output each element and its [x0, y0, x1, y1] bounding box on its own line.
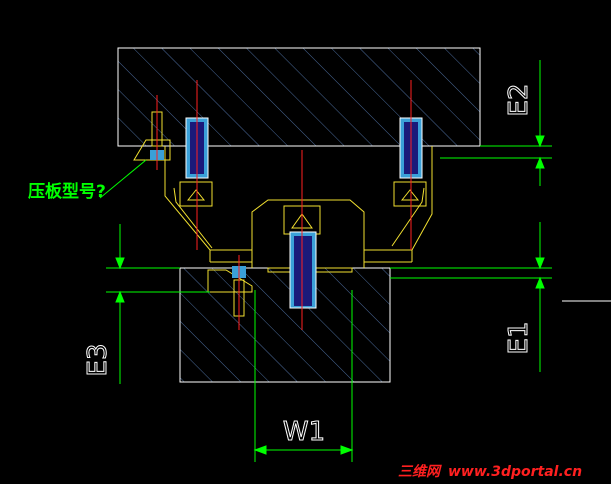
- dim-label-E3: E3: [83, 344, 113, 377]
- top-block: [117, 47, 481, 147]
- clamp-model-callout: 压板型号?: [28, 181, 106, 202]
- dimension-lines: [99, 60, 552, 462]
- dim-label-E1: E1: [504, 322, 534, 355]
- center-lines: [156, 80, 412, 330]
- watermark-cn: 三维网: [398, 463, 442, 480]
- watermark-url: www.3dportal.cn: [448, 464, 582, 480]
- dim-label-W1: W1: [283, 417, 325, 447]
- center-bolt: [283, 205, 321, 309]
- dim-label-E2: E2: [504, 84, 534, 117]
- base-block: [179, 267, 391, 383]
